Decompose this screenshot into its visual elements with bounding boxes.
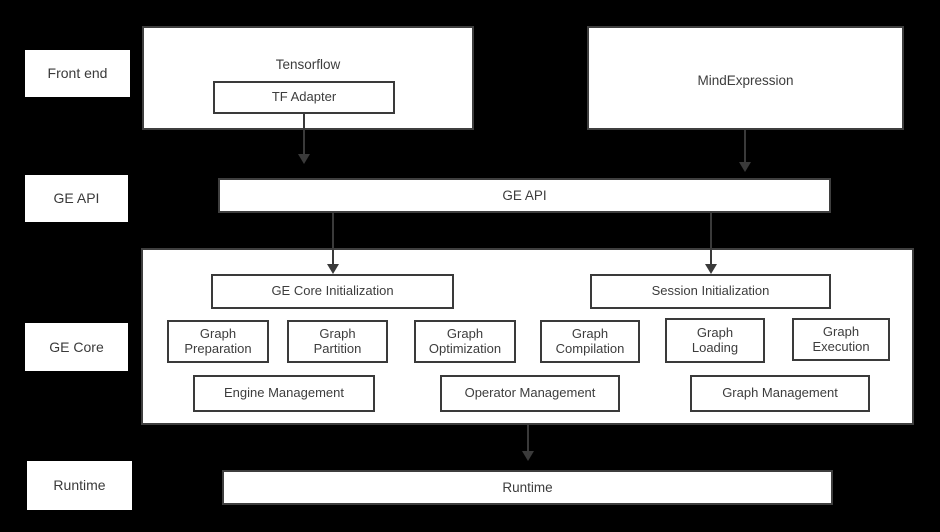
layer-label-front-end: Front end <box>25 50 130 97</box>
engine-management-box[interactable]: Engine Management <box>193 375 375 412</box>
layer-label-ge-core: GE Core <box>25 323 128 371</box>
ge-core-initialization-label: GE Core Initialization <box>271 283 394 299</box>
layer-label-ge-api: GE API <box>25 175 128 222</box>
graph-management-label: Graph Management <box>722 385 838 401</box>
connector-ge-api-to-ge-core-init-arrowhead <box>327 264 339 274</box>
layer-label-ge-api-text: GE API <box>53 190 100 207</box>
connector-ge-api-to-ge-core-init-line <box>332 213 334 264</box>
mindexpression-panel: MindExpression <box>587 26 904 130</box>
ge-core-initialization-box[interactable]: GE Core Initialization <box>211 274 454 309</box>
session-initialization-label: Session Initialization <box>651 283 770 299</box>
connector-tf-adapter-to-ge-api-line <box>303 114 305 154</box>
graph-compilation-box[interactable]: Graph Compilation <box>540 320 640 363</box>
tensorflow-panel-title: Tensorflow <box>275 57 341 72</box>
runtime-bar-label: Runtime <box>502 479 553 495</box>
connector-tf-adapter-to-ge-api-arrowhead <box>298 154 310 164</box>
layer-label-runtime-text: Runtime <box>53 477 106 494</box>
graph-optimization-box[interactable]: Graph Optimization <box>414 320 516 363</box>
graph-optimization-label: Graph Optimization <box>428 325 502 356</box>
tensorflow-panel: Tensorflow <box>142 26 474 130</box>
graph-loading-label: Graph Loading <box>691 324 739 355</box>
connector-mindexpression-to-ge-api-arrowhead <box>739 162 751 172</box>
graph-partition-label: Graph Partition <box>313 325 362 356</box>
engine-management-label: Engine Management <box>224 385 344 401</box>
graph-preparation-box[interactable]: Graph Preparation <box>167 320 269 363</box>
layer-label-ge-core-text: GE Core <box>49 338 104 355</box>
operator-management-box[interactable]: Operator Management <box>440 375 620 412</box>
graph-partition-box[interactable]: Graph Partition <box>287 320 388 363</box>
layer-label-front-end-text: Front end <box>47 65 108 82</box>
connector-ge-api-to-session-init-arrowhead <box>705 264 717 274</box>
session-initialization-box[interactable]: Session Initialization <box>590 274 831 309</box>
runtime-bar[interactable]: Runtime <box>222 470 833 505</box>
graph-compilation-label: Graph Compilation <box>555 325 625 356</box>
ge-api-bar-label: GE API <box>502 187 547 203</box>
connector-mindexpression-to-ge-api-line <box>744 130 746 162</box>
tf-adapter-label: TF Adapter <box>271 89 337 105</box>
graph-management-box[interactable]: Graph Management <box>690 375 870 412</box>
operator-management-label: Operator Management <box>464 385 596 401</box>
graph-loading-box[interactable]: Graph Loading <box>665 318 765 363</box>
connector-ge-core-to-runtime-line <box>527 425 529 451</box>
connector-ge-api-to-session-init-line <box>710 213 712 264</box>
mindexpression-panel-title: MindExpression <box>697 73 794 88</box>
graph-execution-box[interactable]: Graph Execution <box>792 318 890 361</box>
tf-adapter-box[interactable]: TF Adapter <box>213 81 395 114</box>
ge-api-bar[interactable]: GE API <box>218 178 831 213</box>
graph-execution-label: Graph Execution <box>812 323 870 354</box>
graph-preparation-label: Graph Preparation <box>184 325 252 356</box>
layer-label-runtime: Runtime <box>27 461 132 510</box>
connector-ge-core-to-runtime-arrowhead <box>522 451 534 461</box>
